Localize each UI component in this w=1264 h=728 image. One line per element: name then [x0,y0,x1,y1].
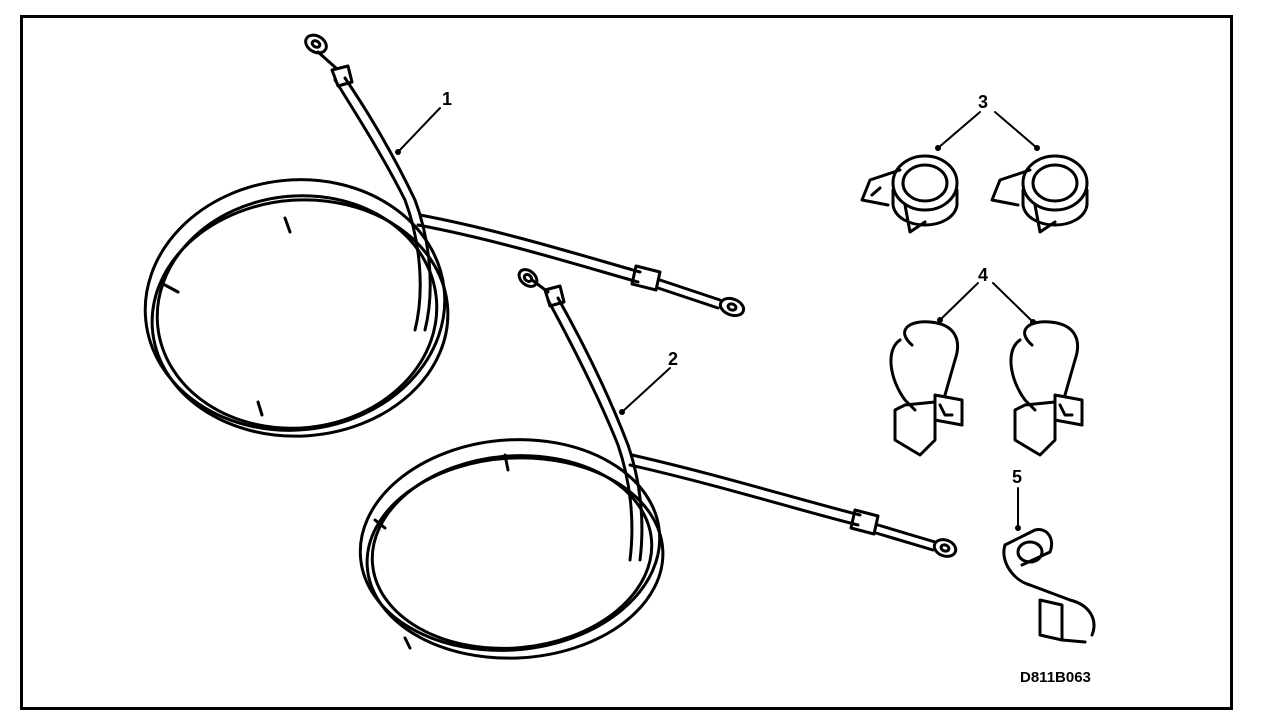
clip-3-left [860,154,959,234]
figure-code: D811B063 [1020,669,1091,686]
leader-lines [397,107,1038,529]
callout-1: 1 [442,89,453,109]
cable-1 [143,33,746,438]
clip-4-left [889,320,964,457]
callout-5: 5 [1012,467,1023,487]
clip-5 [1002,528,1096,644]
clip-3-right [990,154,1089,234]
callout-4: 4 [978,265,989,285]
figure-frame [20,15,1233,710]
cable-2 [358,268,958,660]
clip-4-right [1009,320,1084,457]
callout-3: 3 [978,92,989,112]
leader-dots [395,145,1040,531]
callout-2: 2 [668,349,679,369]
